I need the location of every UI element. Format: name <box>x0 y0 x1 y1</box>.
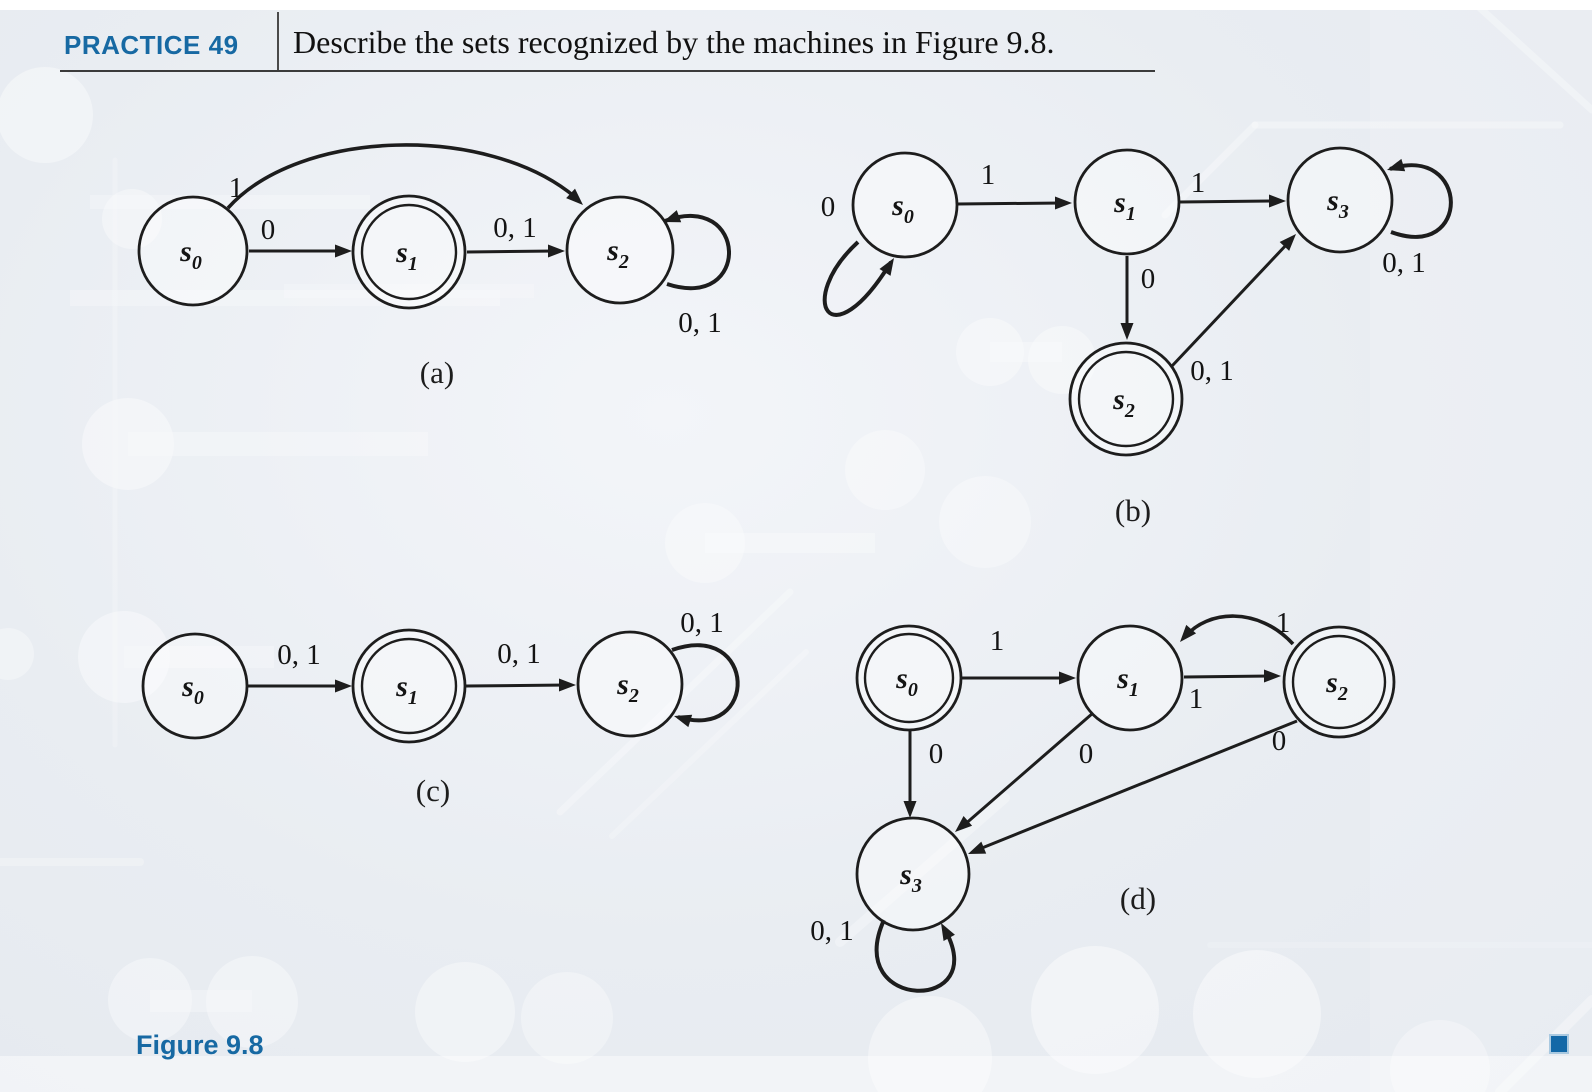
svg-text:s1: s1 <box>395 670 418 709</box>
state-b-s2-accepting: s2 <box>1068 341 1184 457</box>
transition-label: 0, 1 <box>493 212 537 244</box>
svg-text:s2: s2 <box>616 668 639 707</box>
state-a-s0: s0 <box>137 195 249 307</box>
svg-text:s0: s0 <box>179 235 202 274</box>
page-bottom-margin <box>0 1056 1592 1092</box>
transition-label: 0 <box>821 191 836 223</box>
machine-d-label: (d) <box>1120 881 1156 916</box>
header-underline <box>60 70 1155 72</box>
transition-label: 1 <box>1189 683 1204 715</box>
state-b-s1: s1 <box>1073 148 1181 256</box>
state-c-s1-accepting: s1 <box>351 628 467 744</box>
page-top-margin <box>0 0 1592 10</box>
transition-d-s2-s1-curve <box>1180 614 1295 646</box>
state-b-s3: s3 <box>1286 146 1394 254</box>
state-d-s3: s3 <box>855 816 971 932</box>
transition-label: 0 <box>1272 725 1287 757</box>
transition-label: 1 <box>1191 167 1206 199</box>
machine-a: s0 s1 s2 0 1 0, 1 0, 1 (a) <box>137 143 731 390</box>
transition-b-s0-s1 <box>956 196 1072 210</box>
transition-a-s0-s2 <box>226 143 583 210</box>
svg-text:s0: s0 <box>181 670 204 709</box>
transition-a-s0-s1 <box>249 244 352 258</box>
state-c-s0: s0 <box>141 632 249 740</box>
state-d-s2-accepting: s2 <box>1282 625 1396 739</box>
practice-prompt: Describe the sets recognized by the mach… <box>293 24 1055 60</box>
machine-c-label: (c) <box>416 773 450 808</box>
state-d-s0-accepting: s0 <box>855 624 963 732</box>
state-b-s0: s0 <box>851 151 959 259</box>
transition-b-s1-s3 <box>1178 194 1286 208</box>
state-a-s2: s2 <box>565 195 675 305</box>
svg-text:s1: s1 <box>1113 186 1136 225</box>
transition-b-s1-s2 <box>1120 256 1134 340</box>
svg-text:s2: s2 <box>1325 666 1348 705</box>
svg-text:s0: s0 <box>891 189 914 228</box>
state-a-s1-accepting: s1 <box>351 194 467 310</box>
transition-label: 0 <box>261 214 276 246</box>
state-c-s2: s2 <box>576 630 684 738</box>
transition-label: 1 <box>990 625 1005 657</box>
svg-text:s1: s1 <box>1116 662 1139 701</box>
transition-label: 0, 1 <box>277 639 321 671</box>
machine-b: s0 s1 s3 s2 0 1 1 0 0, 1 0, 1 (b) <box>821 146 1453 528</box>
svg-text:s3: s3 <box>1326 184 1349 223</box>
transition-label: 0 <box>1079 738 1094 770</box>
transition-a-s2-selfloop <box>663 210 731 291</box>
figure-caption: Figure 9.8 <box>136 1030 264 1060</box>
transition-label: 0, 1 <box>678 307 722 339</box>
practice-label: PRACTICE 49 <box>64 30 239 60</box>
transition-label: 0 <box>1141 263 1156 295</box>
svg-text:s0: s0 <box>895 662 918 701</box>
svg-text:s2: s2 <box>606 234 629 273</box>
transition-b-s0-selfloop <box>822 240 894 317</box>
transition-b-s2-s3 <box>1170 234 1296 368</box>
machine-b-label: (b) <box>1115 493 1151 528</box>
transition-d-s1-s2 <box>1183 669 1281 683</box>
transition-label: 0 <box>929 738 944 770</box>
transition-label: 0, 1 <box>1382 247 1426 279</box>
transition-d-s0-s3 <box>903 731 917 818</box>
transition-b-s3-selfloop <box>1387 158 1453 239</box>
transition-label: 0, 1 <box>497 638 541 670</box>
transition-label: 1 <box>229 172 244 204</box>
state-d-s1: s1 <box>1076 624 1184 732</box>
practice-end-marker-square <box>1549 1034 1569 1054</box>
machine-c: s0 s1 s2 0, 1 0, 1 0, 1 (c) <box>141 607 740 808</box>
transition-c-s0-s1 <box>247 679 352 693</box>
transition-d-s0-s1 <box>962 671 1076 685</box>
transition-c-s2-selfloop <box>671 643 740 728</box>
transition-c-s1-s2 <box>465 678 576 692</box>
svg-text:s3: s3 <box>899 858 922 897</box>
transition-d-s2-s3 <box>968 719 1298 854</box>
transition-d-s3-selfloop <box>874 919 957 993</box>
machine-d: s0 s1 s2 s3 1 1 1 0 0 0 0, 1 (d) <box>810 607 1396 993</box>
header-divider <box>277 12 279 71</box>
machine-a-label: (a) <box>420 355 454 390</box>
transition-label: 1 <box>1276 607 1291 639</box>
transition-d-s1-s3 <box>955 711 1094 832</box>
transition-label: 0, 1 <box>680 607 724 639</box>
svg-text:s2: s2 <box>1112 383 1135 422</box>
transition-label: 0, 1 <box>1190 355 1234 387</box>
transition-label: 1 <box>981 159 996 191</box>
svg-text:s1: s1 <box>395 236 418 275</box>
transition-label: 0, 1 <box>810 915 854 947</box>
transition-a-s1-s2 <box>466 244 565 258</box>
